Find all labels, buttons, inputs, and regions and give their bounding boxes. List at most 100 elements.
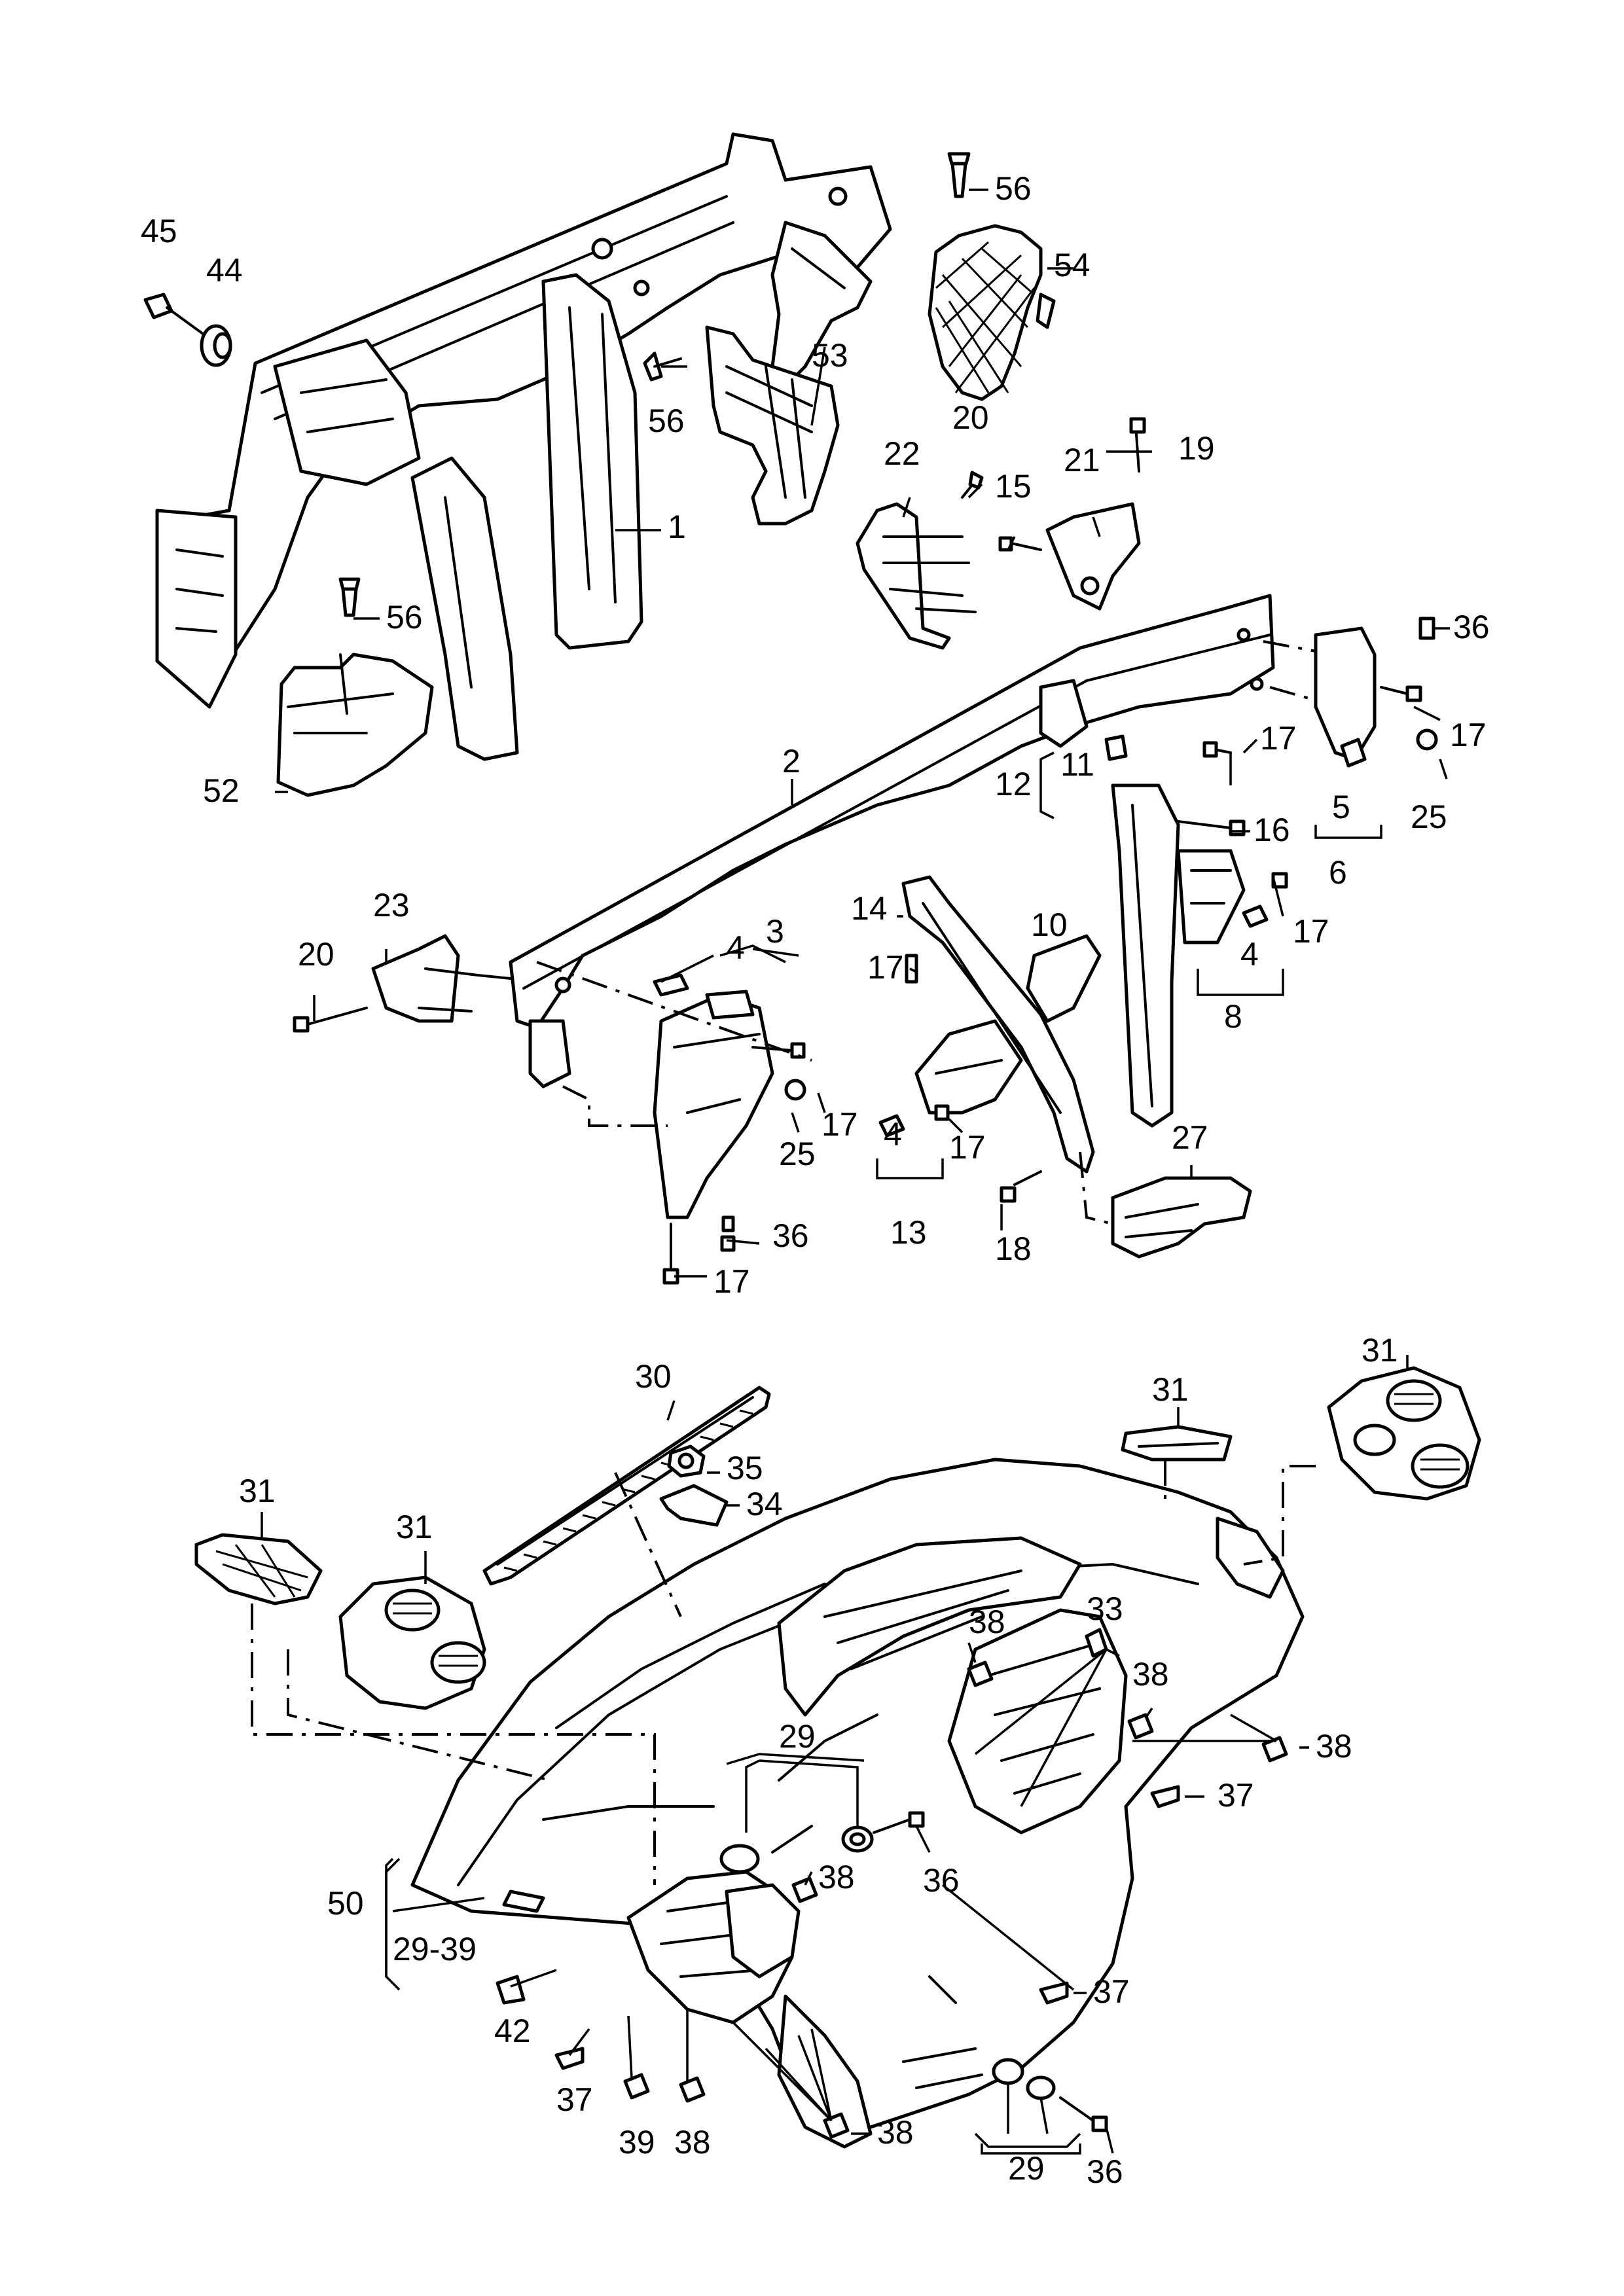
part-37-clip-c bbox=[554, 2047, 585, 2070]
callout-18: 18 bbox=[995, 1230, 1032, 1267]
callout-52: 52 bbox=[203, 772, 240, 809]
part-30-defroster-grille bbox=[482, 1386, 771, 1586]
upper-crossmember-assembly bbox=[143, 132, 1438, 1285]
callout-56c: 56 bbox=[386, 599, 423, 636]
part-6-end-bracket bbox=[1314, 626, 1377, 761]
part-36-screw-upper-a bbox=[720, 1235, 736, 1252]
construction-line-lower-2 bbox=[287, 1649, 550, 1782]
leader-lines bbox=[261, 188, 1450, 2155]
callout-25b: 25 bbox=[1411, 798, 1447, 835]
callout-56b: 56 bbox=[648, 403, 685, 439]
callout-50: 50 bbox=[327, 1885, 364, 1922]
part-54-grille-panel bbox=[928, 224, 1056, 401]
callout-54: 54 bbox=[1054, 247, 1091, 283]
part-12-vertical-support bbox=[1111, 783, 1246, 1128]
callout-21: 21 bbox=[1064, 442, 1100, 478]
part-21-bracket bbox=[1045, 502, 1141, 611]
callout-31c: 31 bbox=[1152, 1371, 1189, 1408]
construction-line-upper-1 bbox=[536, 961, 812, 1062]
part-31-vent-right-cluster bbox=[1327, 1366, 1481, 1501]
callout-38e: 38 bbox=[674, 2124, 711, 2161]
part-37-clip-b bbox=[1039, 1981, 1069, 2005]
part-14-strut bbox=[901, 875, 1095, 1174]
callout-38c: 38 bbox=[1316, 1728, 1352, 1765]
callout-10: 10 bbox=[1031, 906, 1068, 943]
part-52-duct bbox=[276, 653, 434, 797]
callout-17b: 17 bbox=[1450, 717, 1487, 753]
construction-line-lower-1 bbox=[251, 1604, 656, 1885]
callout-37b: 37 bbox=[1093, 1973, 1130, 2010]
callout-38d: 38 bbox=[818, 1859, 855, 1895]
part-1-cross-car-beam bbox=[155, 132, 892, 761]
callout-53: 53 bbox=[812, 337, 848, 374]
part-38-clip-b bbox=[1127, 1713, 1154, 1740]
callout-27: 27 bbox=[1172, 1119, 1208, 1156]
lower-dashboard-assembly bbox=[194, 1235, 1481, 2149]
callout-37c: 37 bbox=[556, 2081, 593, 2118]
callout-17d: 17 bbox=[867, 949, 904, 986]
callout-20b: 20 bbox=[298, 936, 334, 973]
part-35-nut bbox=[667, 1444, 706, 1478]
callout-30: 30 bbox=[635, 1358, 672, 1395]
callout-38b: 38 bbox=[1132, 1656, 1169, 1693]
construction-line-upper-3 bbox=[1263, 640, 1316, 653]
part-38-clip-a bbox=[967, 1660, 994, 1687]
part-38-clip-e bbox=[679, 2076, 706, 2103]
part-37-clip-a bbox=[1150, 1785, 1180, 1808]
callout-34: 34 bbox=[746, 1486, 783, 1522]
part-4-clip-b bbox=[878, 1114, 905, 1138]
callout-29a: 29 bbox=[779, 1718, 816, 1755]
part-53-bracket bbox=[705, 325, 840, 526]
part-56-clip-top bbox=[947, 152, 971, 198]
part-13-bracket bbox=[914, 1019, 1023, 1115]
part-44-bushing bbox=[200, 324, 232, 367]
callout-36c: 36 bbox=[923, 1862, 960, 1899]
part-11-clip bbox=[1104, 734, 1128, 761]
callout-38a: 38 bbox=[969, 1604, 1005, 1640]
callout-17f: 17 bbox=[821, 1106, 858, 1143]
callout-45: 45 bbox=[141, 213, 177, 249]
part-10-bracket bbox=[1026, 934, 1102, 1023]
part-23-bracket bbox=[371, 934, 479, 1023]
part-31-vent-left-cluster bbox=[338, 1575, 486, 1710]
construction-line-upper-5 bbox=[1079, 1151, 1113, 1225]
callout-4c: 4 bbox=[1240, 936, 1259, 973]
callout-13: 13 bbox=[890, 1214, 927, 1251]
callout-12: 12 bbox=[995, 766, 1032, 802]
construction-line-lower-4 bbox=[1243, 1465, 1316, 1566]
callout-17c: 17 bbox=[1293, 913, 1329, 950]
part-45-bolt bbox=[143, 293, 204, 335]
part-2-crossmember-tube bbox=[509, 594, 1275, 1088]
callout-6: 6 bbox=[1329, 854, 1347, 891]
callout-3: 3 bbox=[766, 913, 784, 950]
part-4-clip-c bbox=[1242, 905, 1269, 928]
part-29-grommet-lower-2 bbox=[1026, 2075, 1056, 2100]
callout-31b: 31 bbox=[396, 1509, 433, 1545]
part-39-nut bbox=[623, 2073, 650, 2100]
part-4-clip-a bbox=[653, 973, 689, 997]
part-22-bracket bbox=[856, 502, 977, 650]
callout-20a: 20 bbox=[952, 399, 989, 436]
callout-4a: 4 bbox=[727, 929, 745, 966]
callout-36a: 36 bbox=[1453, 609, 1490, 645]
callout-44: 44 bbox=[206, 252, 243, 289]
callout-8: 8 bbox=[1224, 998, 1242, 1035]
construction-line-upper-2 bbox=[562, 1085, 668, 1127]
part-42-clip bbox=[496, 1975, 526, 2005]
part-29-grommet-upper bbox=[841, 1825, 874, 1853]
callout-31a: 31 bbox=[239, 1473, 276, 1509]
callout-25a: 25 bbox=[779, 1136, 816, 1172]
callout-16: 16 bbox=[1254, 812, 1290, 848]
callout-31d: 31 bbox=[1362, 1332, 1398, 1369]
callout-2939: 29-39 bbox=[393, 1931, 477, 1967]
callout-35: 35 bbox=[727, 1450, 763, 1486]
part-36-screw-dashboard bbox=[873, 1811, 925, 1834]
part-29-grommet-lower-1 bbox=[992, 2058, 1024, 2085]
callout-17e: 17 bbox=[949, 1129, 986, 1166]
part-38-clip-d bbox=[791, 1876, 818, 1903]
callout-56a: 56 bbox=[995, 170, 1032, 207]
callout-29b: 29 bbox=[1008, 2150, 1045, 2187]
callout-2: 2 bbox=[782, 743, 801, 780]
callout-17a: 17 bbox=[1260, 720, 1297, 757]
